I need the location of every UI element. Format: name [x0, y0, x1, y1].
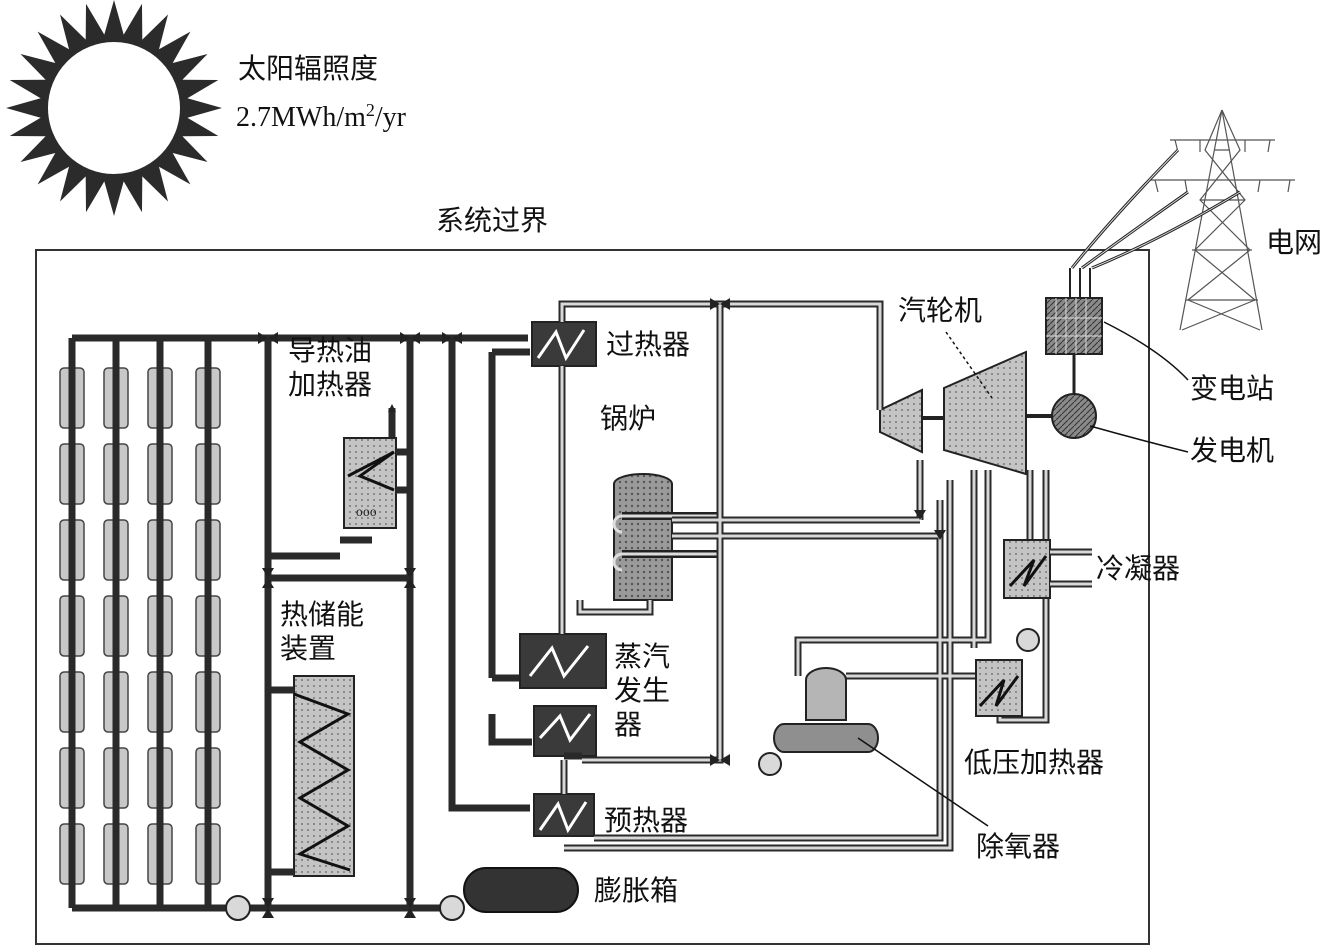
sun-icon: [6, 0, 222, 216]
superheater-icon: [531, 321, 597, 367]
deaerator-icon: [773, 667, 879, 753]
substation-icon: [1045, 268, 1103, 355]
condensate-pump-icon: [1016, 628, 1040, 652]
storage-label-line1: 热储能: [280, 598, 364, 631]
lp-heater-label: 低压加热器: [964, 746, 1104, 779]
steam-turbine-icon: [879, 350, 1027, 476]
htf-pump-2-icon: [439, 895, 465, 921]
boiler-label: 锅炉: [600, 402, 656, 435]
steam-gen-label-line1: 蒸汽: [614, 640, 670, 673]
feedwater-pump-icon: [758, 752, 782, 776]
generator-leader: [1089, 425, 1189, 453]
system-boundary: [35, 249, 1150, 945]
oil-heater-label-line1: 导热油: [288, 334, 372, 367]
turbine-leader: [945, 331, 993, 399]
superheater-label: 过热器: [606, 328, 690, 361]
turbine-label: 汽轮机: [898, 294, 982, 327]
substation-label: 变电站: [1190, 372, 1274, 405]
grid-label: 电网: [1266, 226, 1322, 259]
power-tower-icon: [1150, 109, 1295, 331]
steam-generator-icon: [519, 633, 607, 689]
solar-irradiance-title: 太阳辐照度: [238, 52, 378, 85]
steam-gen-label-line2: 发生: [614, 674, 670, 707]
valves: [258, 298, 946, 918]
expansion-tank-icon: [463, 867, 579, 913]
solar-collector-field: [59, 367, 221, 885]
oil-heater-label-line2: 加热器: [288, 368, 372, 401]
htf-pipes: [68, 334, 532, 912]
htf-pump-icon: [225, 895, 251, 921]
oil-heater-unit: ᦞᦞᦞ: [343, 404, 410, 529]
deaerator-leader: [857, 737, 989, 827]
solar-irradiance-value: 2.7MWh/m2/yr: [236, 100, 407, 133]
thermal-storage-unit: [268, 675, 355, 877]
generator-label: 发电机: [1190, 434, 1274, 467]
condenser-label: 冷凝器: [1096, 552, 1180, 585]
deaerator-label: 除氧器: [976, 830, 1060, 863]
lp-heater-icon: [975, 659, 1023, 717]
preheater-label: 预热器: [604, 804, 688, 837]
evaporator-icon: [533, 705, 597, 757]
expansion-tank-label: 膨胀箱: [594, 874, 678, 907]
boiler-icon: [612, 473, 720, 601]
preheater-icon: [533, 793, 595, 837]
generator-icon: [1051, 393, 1097, 439]
steam-gen-label-line3: 器: [614, 708, 642, 741]
storage-label-line2: 装置: [280, 632, 336, 665]
substation-leader: [1103, 321, 1189, 381]
svg-text:ᦞᦞᦞ: ᦞᦞᦞ: [356, 504, 377, 520]
system-boundary-label: 系统过界: [436, 204, 548, 237]
